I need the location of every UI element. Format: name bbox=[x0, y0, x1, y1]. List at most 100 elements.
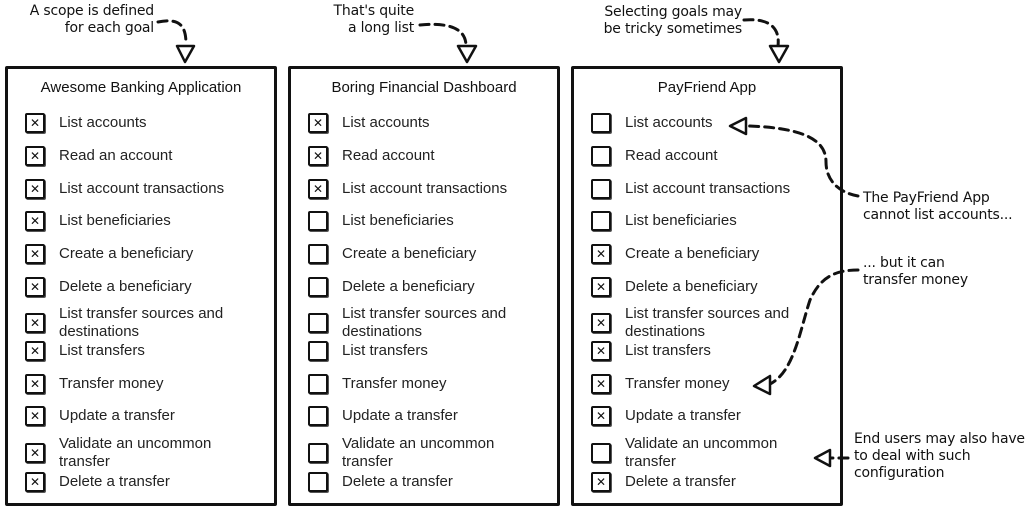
goal-item[interactable]: Create a beneficiary bbox=[591, 244, 834, 264]
unchecked-checkbox[interactable] bbox=[308, 244, 328, 264]
goal-item[interactable]: Delete a transfer bbox=[25, 472, 268, 492]
checked-checkbox[interactable] bbox=[25, 472, 45, 492]
goal-label: List transfers bbox=[625, 342, 711, 359]
checked-checkbox[interactable] bbox=[308, 179, 328, 199]
unchecked-checkbox[interactable] bbox=[308, 374, 328, 394]
goal-label: List transfer sources and destinations bbox=[625, 305, 790, 340]
unchecked-checkbox[interactable] bbox=[308, 341, 328, 361]
checked-checkbox[interactable] bbox=[25, 146, 45, 166]
goal-item[interactable]: Transfer money bbox=[308, 374, 551, 394]
goal-item[interactable]: List accounts bbox=[308, 113, 551, 133]
checked-checkbox[interactable] bbox=[591, 341, 611, 361]
goal-label: Delete a transfer bbox=[342, 473, 453, 490]
checked-checkbox[interactable] bbox=[25, 277, 45, 297]
arrow-scope-to-panel bbox=[156, 19, 188, 46]
goal-item[interactable]: List transfer sources and destinations bbox=[25, 305, 268, 341]
note-line: ... but it can bbox=[863, 255, 945, 271]
unchecked-checkbox[interactable] bbox=[591, 211, 611, 231]
unchecked-checkbox[interactable] bbox=[308, 443, 328, 463]
goal-item[interactable]: Transfer money bbox=[591, 374, 834, 394]
goal-item[interactable]: List account transactions bbox=[308, 179, 551, 199]
goal-item[interactable]: List accounts bbox=[25, 113, 268, 133]
goal-item[interactable]: List transfers bbox=[591, 341, 834, 361]
checked-checkbox[interactable] bbox=[591, 313, 611, 333]
checked-checkbox[interactable] bbox=[25, 443, 45, 463]
goal-item[interactable]: List transfers bbox=[308, 341, 551, 361]
unchecked-checkbox[interactable] bbox=[591, 443, 611, 463]
unchecked-checkbox[interactable] bbox=[308, 277, 328, 297]
goal-label: List beneficiaries bbox=[59, 212, 171, 229]
goal-item[interactable]: Create a beneficiary bbox=[25, 244, 268, 264]
goal-item[interactable]: Delete a transfer bbox=[591, 472, 834, 492]
goal-label: List account transactions bbox=[59, 180, 225, 197]
goal-label: List transfer sources and destinations bbox=[342, 305, 507, 340]
checked-checkbox[interactable] bbox=[25, 313, 45, 333]
goal-item[interactable]: List transfers bbox=[25, 341, 268, 361]
checked-checkbox[interactable] bbox=[25, 374, 45, 394]
checked-checkbox[interactable] bbox=[591, 472, 611, 492]
goal-item[interactable]: Create a beneficiary bbox=[308, 244, 551, 264]
arrow-tricky-to-panel bbox=[742, 18, 780, 48]
goal-item[interactable]: Validate an uncommon transfer bbox=[308, 435, 551, 471]
arrowhead bbox=[768, 44, 790, 64]
goal-item[interactable]: Delete a beneficiary bbox=[308, 277, 551, 297]
goal-item[interactable]: Delete a beneficiary bbox=[591, 277, 834, 297]
unchecked-checkbox[interactable] bbox=[308, 211, 328, 231]
goal-label: Update a transfer bbox=[59, 407, 175, 424]
note-end-users-configuration: End users may also have to deal with suc… bbox=[854, 431, 1025, 482]
goal-item[interactable]: Update a transfer bbox=[25, 406, 268, 426]
goal-item[interactable]: Validate an uncommon transfer bbox=[591, 435, 834, 471]
arrowhead bbox=[728, 116, 748, 136]
unchecked-checkbox[interactable] bbox=[308, 313, 328, 333]
checked-checkbox[interactable] bbox=[591, 244, 611, 264]
note-line: configuration bbox=[854, 465, 945, 481]
goal-label: Delete a beneficiary bbox=[342, 278, 475, 295]
goal-label: Create a beneficiary bbox=[625, 245, 760, 262]
unchecked-checkbox[interactable] bbox=[591, 146, 611, 166]
goal-item[interactable]: List beneficiaries bbox=[591, 211, 834, 231]
checked-checkbox[interactable] bbox=[591, 374, 611, 394]
goal-item[interactable]: Read account bbox=[591, 146, 834, 166]
arrowhead bbox=[175, 44, 196, 64]
goal-item[interactable]: List transfer sources and destinations bbox=[308, 305, 551, 341]
goal-label: Transfer money bbox=[59, 375, 164, 392]
note-scope-per-goal: A scope is defined for each goal bbox=[6, 3, 154, 37]
goal-label: List accounts bbox=[59, 114, 147, 131]
goal-item[interactable]: List beneficiaries bbox=[25, 211, 268, 231]
goal-item[interactable]: Update a transfer bbox=[308, 406, 551, 426]
goal-label: List accounts bbox=[625, 114, 713, 131]
arrowhead bbox=[813, 448, 832, 468]
goal-item[interactable]: Read an account bbox=[25, 146, 268, 166]
goal-item[interactable]: Read account bbox=[308, 146, 551, 166]
unchecked-checkbox[interactable] bbox=[591, 179, 611, 199]
checked-checkbox[interactable] bbox=[25, 341, 45, 361]
checked-checkbox[interactable] bbox=[25, 179, 45, 199]
goal-item[interactable]: List transfer sources and destinations bbox=[591, 305, 834, 341]
goal-item[interactable]: List account transactions bbox=[25, 179, 268, 199]
checked-checkbox[interactable] bbox=[25, 113, 45, 133]
goal-label: List beneficiaries bbox=[625, 212, 737, 229]
note-line: transfer money bbox=[863, 272, 968, 288]
goal-item[interactable]: List accounts bbox=[591, 113, 834, 133]
checked-checkbox[interactable] bbox=[591, 406, 611, 426]
goal-item[interactable]: List beneficiaries bbox=[308, 211, 551, 231]
goal-item[interactable]: Delete a beneficiary bbox=[25, 277, 268, 297]
checked-checkbox[interactable] bbox=[25, 244, 45, 264]
goal-item[interactable]: Validate an uncommon transfer bbox=[25, 435, 268, 471]
checked-checkbox[interactable] bbox=[25, 211, 45, 231]
note-can-transfer-money: ... but it can transfer money bbox=[863, 255, 968, 289]
checked-checkbox[interactable] bbox=[308, 146, 328, 166]
goal-item[interactable]: Update a transfer bbox=[591, 406, 834, 426]
goal-item[interactable]: Delete a transfer bbox=[308, 472, 551, 492]
checked-checkbox[interactable] bbox=[308, 113, 328, 133]
unchecked-checkbox[interactable] bbox=[308, 406, 328, 426]
goal-item[interactable]: Transfer money bbox=[25, 374, 268, 394]
unchecked-checkbox[interactable] bbox=[308, 472, 328, 492]
goal-label: Update a transfer bbox=[625, 407, 741, 424]
checked-checkbox[interactable] bbox=[25, 406, 45, 426]
arrowhead bbox=[456, 44, 478, 64]
goal-item[interactable]: List account transactions bbox=[591, 179, 834, 199]
unchecked-checkbox[interactable] bbox=[591, 113, 611, 133]
checked-checkbox[interactable] bbox=[591, 277, 611, 297]
